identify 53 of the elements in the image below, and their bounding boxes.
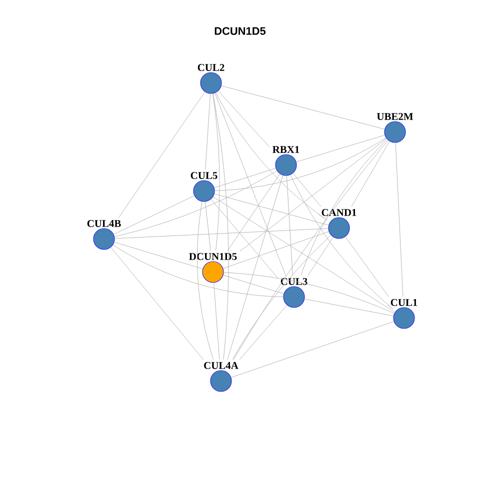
network-edge xyxy=(214,168,276,188)
network-edge xyxy=(112,244,284,298)
node-label: UBE2M xyxy=(376,113,413,120)
network-edge xyxy=(227,175,284,360)
node-label: DCUN1D5 xyxy=(189,253,237,260)
network-edge xyxy=(223,274,284,294)
network-edge xyxy=(205,94,211,170)
network-edge xyxy=(345,236,389,297)
network-edge xyxy=(222,231,330,269)
network-edge xyxy=(114,228,328,239)
network-edge xyxy=(196,201,214,360)
network-edge xyxy=(204,201,211,251)
node-label: CUL4A xyxy=(204,362,238,370)
network-edge xyxy=(214,138,386,191)
network-edge xyxy=(292,173,322,207)
network-edge xyxy=(113,195,195,235)
network-edge xyxy=(233,140,388,360)
node-label: CUL5 xyxy=(190,172,218,180)
node-label: CUL4B xyxy=(87,220,121,228)
network-edge xyxy=(110,247,204,360)
node-label: CUL2 xyxy=(198,64,224,72)
network-edge xyxy=(239,304,288,360)
network-edge xyxy=(351,141,390,207)
network-edge xyxy=(114,242,203,270)
network-edge xyxy=(216,92,328,220)
node-label: CUL1 xyxy=(390,299,418,306)
network-edge xyxy=(114,170,278,237)
network-edge xyxy=(118,92,206,218)
network-edge xyxy=(232,235,332,360)
network-edge xyxy=(212,196,396,312)
network-edge xyxy=(212,93,220,251)
network-edge xyxy=(224,272,394,314)
network-edge xyxy=(230,321,394,378)
network-edge xyxy=(286,176,293,276)
network-edge xyxy=(214,92,286,276)
network-edge xyxy=(308,236,334,276)
network-edge xyxy=(395,142,404,297)
network-edge xyxy=(212,93,229,360)
network-edge xyxy=(296,134,385,162)
network-edge xyxy=(210,198,278,278)
network-edge xyxy=(227,174,280,251)
network-edge xyxy=(214,282,220,360)
node-label: RBX1 xyxy=(272,146,300,153)
network-edge xyxy=(221,86,385,130)
network-edge xyxy=(218,90,270,148)
network-edge xyxy=(214,194,329,226)
network-edge xyxy=(304,298,394,316)
title: DCUN1D5 xyxy=(214,27,266,35)
network-edge xyxy=(300,139,388,276)
node-label: CAND1 xyxy=(322,209,356,216)
node-label: CUL3 xyxy=(280,278,308,286)
network-edge xyxy=(290,174,394,310)
network-edge xyxy=(240,138,387,252)
